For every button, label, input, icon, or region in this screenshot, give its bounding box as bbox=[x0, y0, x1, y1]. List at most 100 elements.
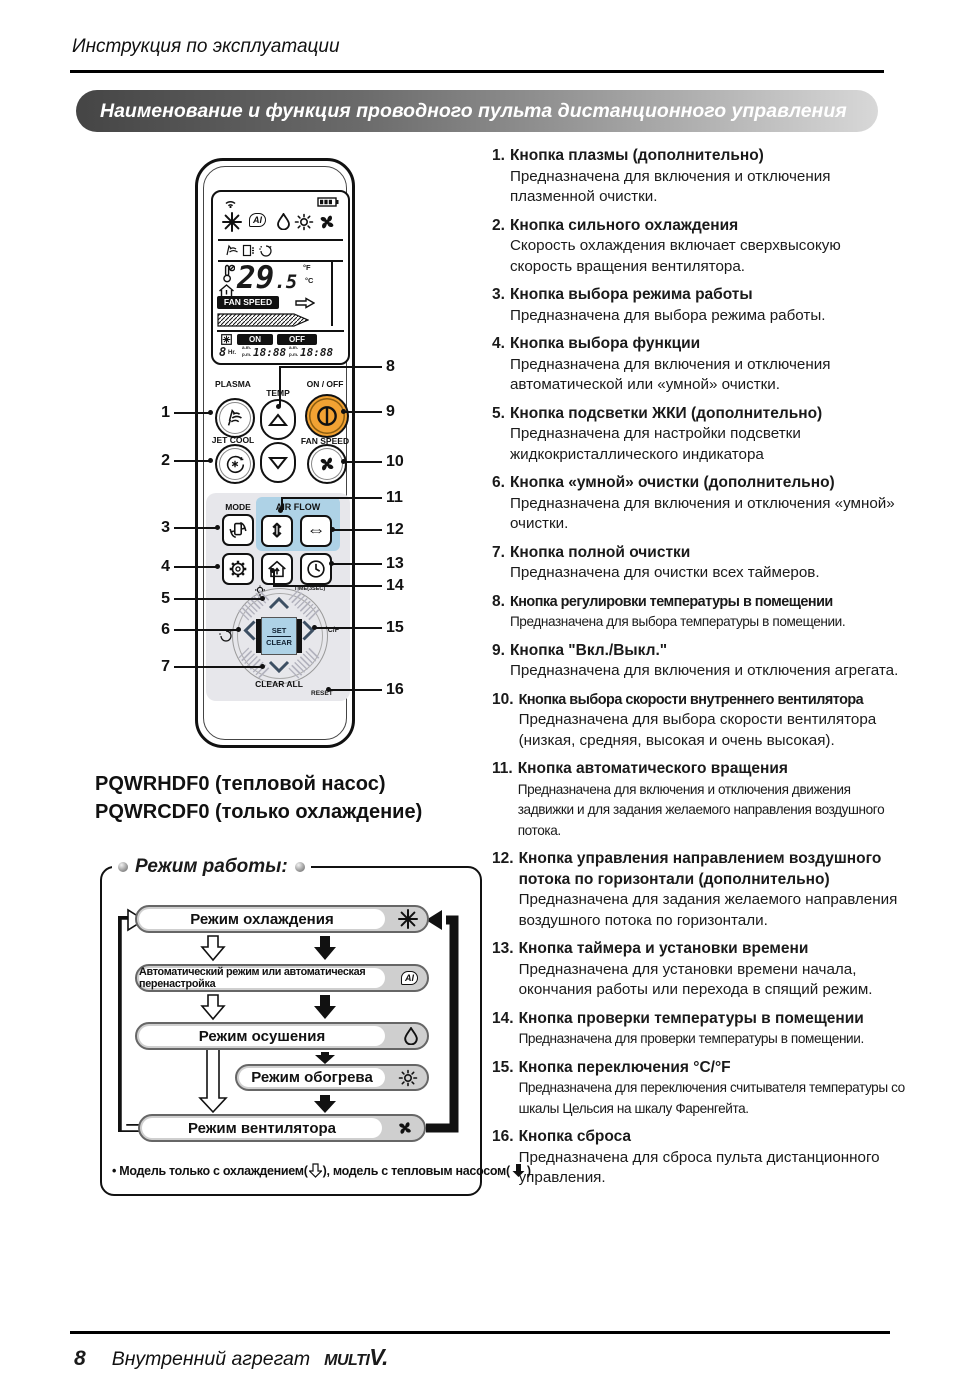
nav-left-button[interactable] bbox=[243, 620, 257, 642]
item-number: 5. bbox=[492, 404, 505, 422]
function-button[interactable] bbox=[222, 553, 254, 585]
set-clear-right-bar bbox=[297, 619, 302, 653]
fan-icon bbox=[320, 457, 334, 471]
black-down-arrow bbox=[314, 995, 336, 1019]
callout-number: 1 bbox=[161, 404, 170, 421]
timer-button[interactable] bbox=[300, 553, 332, 585]
callout-line bbox=[273, 570, 275, 586]
house-icon bbox=[268, 560, 286, 578]
item-body: Предназначена для включения и отключения… bbox=[509, 167, 831, 206]
temperature-value: 29 bbox=[237, 260, 275, 296]
set-clear-button[interactable]: SET CLEAR bbox=[261, 617, 297, 655]
callout-number: 2 bbox=[161, 452, 170, 469]
item-number: 14. bbox=[492, 1009, 514, 1027]
callout-number: 10 bbox=[386, 453, 404, 470]
list-item: 14.Кнопка проверки температуры в помещен… bbox=[492, 1009, 906, 1050]
multi-v-logo: MULTIV. bbox=[324, 1344, 388, 1371]
room-temp-button[interactable] bbox=[261, 553, 293, 585]
callout-line bbox=[174, 598, 264, 600]
item-body: Предназначена для включения и отключения… bbox=[509, 662, 899, 679]
jet-cool-button[interactable] bbox=[215, 444, 255, 484]
sun-icon bbox=[398, 1069, 418, 1086]
callout-number: 6 bbox=[161, 621, 170, 638]
set-clear-divider bbox=[267, 635, 291, 637]
star-icon bbox=[221, 334, 232, 345]
ai-icon: AI bbox=[401, 971, 418, 985]
nav-right-button[interactable] bbox=[302, 620, 315, 642]
airflow-horizontal-button[interactable]: ⇔ bbox=[300, 515, 332, 547]
sun-icon bbox=[294, 213, 314, 231]
list-item: 12.Кнопка управления направлением воздуш… bbox=[492, 849, 906, 931]
model-numbers: PQWRHDF0 (тепловой насос) PQWRCDF0 (толь… bbox=[95, 770, 422, 826]
black-down-arrow bbox=[314, 936, 336, 960]
nav-up-button[interactable] bbox=[268, 597, 290, 610]
heatpump-loop-arrow bbox=[426, 915, 459, 1133]
callout-line bbox=[332, 563, 382, 565]
callout-number: 13 bbox=[386, 555, 404, 572]
callout-number: 8 bbox=[386, 358, 395, 375]
white-down-arrow bbox=[200, 994, 226, 1021]
item-title: Кнопка сильного охлаждения bbox=[509, 216, 739, 234]
model-line-1: PQWRHDF0 (тепловой насос) bbox=[95, 773, 386, 795]
battery-icon bbox=[317, 197, 339, 207]
item-number: 16. bbox=[492, 1128, 514, 1145]
ai-icon-label: AI bbox=[253, 215, 262, 225]
item-body: Предназначена для включения и отключения… bbox=[509, 355, 831, 394]
callout-line bbox=[174, 412, 212, 414]
timer-time-1: 18:88 bbox=[253, 346, 287, 359]
power-button[interactable] bbox=[305, 394, 349, 438]
item-number: 12. bbox=[492, 850, 514, 867]
callout-dot bbox=[208, 458, 213, 463]
button-descriptions-list: 1.Кнопка плазмы (дополнительно)Предназна… bbox=[492, 146, 906, 1197]
white-down-arrow-long bbox=[198, 1047, 228, 1114]
callout-line bbox=[273, 585, 382, 587]
logo-v: V. bbox=[369, 1344, 388, 1370]
plasma-button[interactable] bbox=[215, 398, 255, 438]
mode-pill-cooling: Режим охлаждения bbox=[135, 905, 429, 933]
am-label: a.m. bbox=[289, 345, 299, 350]
callout-line bbox=[281, 497, 283, 511]
title-ball-icon bbox=[118, 862, 128, 872]
callout-number: 15 bbox=[386, 619, 404, 636]
callout-dot bbox=[329, 561, 334, 566]
nav-down-button[interactable] bbox=[268, 660, 290, 673]
time-3sec-label: TIME(3SEC) bbox=[294, 586, 326, 592]
clear-label: CLEAR bbox=[266, 637, 292, 647]
diagram-title-text: Режим работы: bbox=[135, 856, 288, 877]
temp-down-button[interactable] bbox=[260, 442, 296, 483]
clock-icon bbox=[307, 560, 325, 578]
temperature-decimal: .5 bbox=[274, 271, 298, 293]
right-arrow-icon bbox=[295, 297, 315, 309]
footer-text: Внутренний агрегат bbox=[111, 1348, 311, 1370]
item-body: Предназначена для проверки температуры в… bbox=[518, 1031, 865, 1046]
item-title: Кнопка таймера и установки времени bbox=[518, 940, 809, 957]
fan-icon bbox=[399, 1122, 411, 1134]
item-number: 6. bbox=[492, 474, 505, 491]
title-ball-icon bbox=[294, 862, 305, 872]
item-title: Кнопка полной очистки bbox=[509, 543, 691, 561]
operation-mode-diagram: Режим работы: Режим охлаждения bbox=[100, 854, 531, 1196]
model-line-2: PQWRCDF0 (только охлаждение) bbox=[95, 801, 423, 823]
item-body: Предназначена для настройки подсветки жи… bbox=[509, 425, 801, 463]
jet-cool-label: JET COOL bbox=[211, 435, 255, 445]
remote-control-illustration: AI 29.5 °F °C FAN SPEED ON OFF bbox=[195, 158, 355, 748]
callout-line bbox=[174, 566, 219, 568]
white-down-arrow bbox=[200, 935, 226, 962]
mode-button[interactable] bbox=[222, 514, 254, 546]
mode-label: MODE bbox=[225, 502, 251, 512]
callout-number: 9 bbox=[386, 403, 395, 420]
timer-on-indicator: ON bbox=[237, 334, 273, 345]
list-item: 5.Кнопка подсветки ЖКИ (дополнительно)Пр… bbox=[492, 404, 906, 466]
remote-bezel bbox=[203, 166, 347, 740]
airflow-vertical-button[interactable]: ⇕ bbox=[261, 515, 293, 547]
plasma-mini-icon bbox=[226, 244, 238, 256]
air-flow-label: AIR FLOW bbox=[275, 502, 321, 512]
jet-cool-icon bbox=[226, 455, 245, 474]
fan-speed-button[interactable] bbox=[307, 444, 347, 484]
callout-line bbox=[344, 461, 382, 463]
mode-pill-heat: Режим обогрева bbox=[235, 1064, 429, 1091]
item-number: 3. bbox=[492, 286, 505, 303]
